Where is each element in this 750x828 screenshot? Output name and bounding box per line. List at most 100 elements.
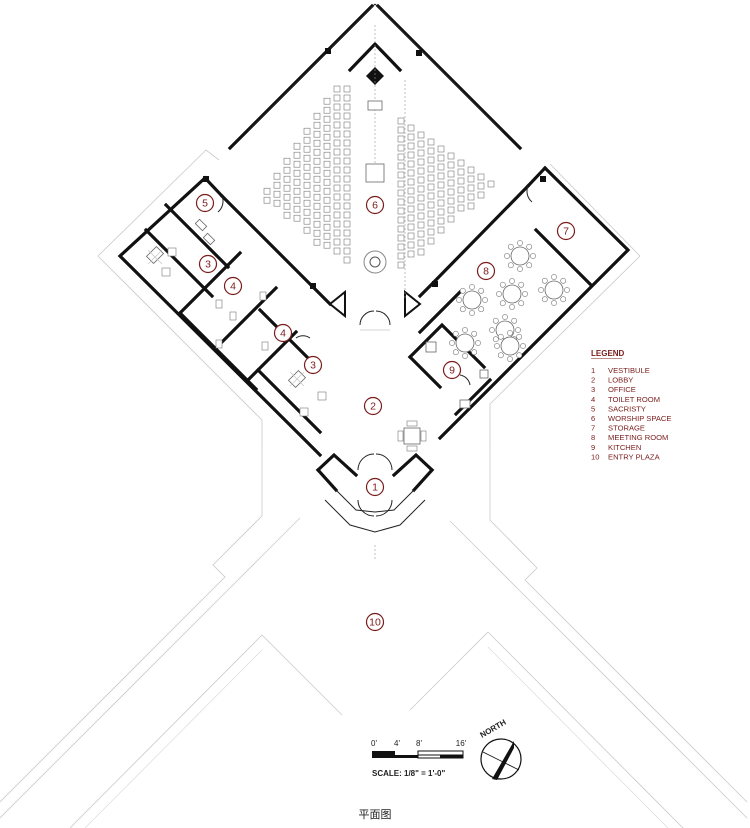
pew-seat: [313, 238, 321, 246]
pew-seat: [457, 204, 465, 212]
pew-seat: [313, 139, 321, 147]
chair: [478, 287, 485, 294]
pew-seat: [447, 179, 455, 187]
room-marker-number: 2: [370, 401, 376, 413]
chair: [526, 262, 533, 269]
pew-seat: [467, 184, 475, 192]
pew-seat: [313, 229, 321, 237]
chair: [560, 296, 567, 303]
pew-seat: [273, 181, 281, 189]
legend-label: VESTIBULE: [608, 366, 650, 375]
chair: [462, 353, 468, 359]
pew-seat: [313, 202, 321, 210]
pew-seat: [323, 124, 331, 132]
legend-label: KITCHEN: [608, 443, 641, 452]
pew-seat: [417, 131, 425, 139]
legend-label: LOBBY: [608, 376, 633, 385]
pew-seat: [407, 205, 415, 213]
pew-seat: [343, 238, 351, 246]
pew-seat: [323, 142, 331, 150]
pew-seat: [323, 133, 331, 141]
pew-seat: [397, 225, 405, 233]
pew-seat: [283, 157, 291, 165]
pew-seat: [283, 211, 291, 219]
pew-seat: [333, 130, 341, 138]
pew-seat: [457, 186, 465, 194]
pew-seat: [437, 217, 445, 225]
pew-seat: [323, 151, 331, 159]
pew-seat: [397, 198, 405, 206]
pew-seat: [447, 161, 455, 169]
room-marker-circle: [273, 323, 293, 343]
pew-seat: [397, 117, 405, 125]
chair: [502, 314, 508, 320]
pew-seat: [273, 199, 281, 207]
pew-seat: [303, 172, 311, 180]
round-table: [544, 280, 564, 300]
pew-seat: [333, 238, 341, 246]
pew-seat: [343, 247, 351, 255]
pew-seat: [467, 166, 475, 174]
pew-seat: [313, 175, 321, 183]
pew-seat: [303, 154, 311, 162]
pew-seat: [397, 153, 405, 161]
pew-seat: [343, 157, 351, 165]
pew-seat: [313, 211, 321, 219]
pew-seat: [343, 229, 351, 237]
chair: [452, 349, 459, 356]
caption: 平面图: [358, 808, 392, 821]
pew-seat: [437, 226, 445, 234]
pew-seat: [427, 228, 435, 236]
pew-seat: [323, 196, 331, 204]
pew-seat: [467, 175, 475, 183]
pew-seat: [407, 178, 415, 186]
legend-number: 5: [591, 404, 595, 413]
pew-seat: [313, 184, 321, 192]
chair: [551, 274, 557, 280]
chair: [459, 287, 466, 294]
pew-seat: [343, 166, 351, 174]
pew-seat: [333, 103, 341, 111]
pew-seat: [333, 112, 341, 120]
chair: [517, 266, 523, 272]
chair: [497, 352, 504, 359]
pew-seat: [293, 214, 301, 222]
round-table: [510, 246, 530, 266]
pew-seat: [343, 121, 351, 129]
pew-seat: [343, 211, 351, 219]
pew-seat: [467, 193, 475, 201]
legend-number: 2: [591, 376, 595, 385]
room-marker-circle: [365, 477, 385, 497]
chair: [492, 336, 499, 343]
pew-seat: [417, 149, 425, 157]
pew-seat: [323, 160, 331, 168]
room-marker-circle: [476, 261, 496, 281]
chair: [497, 333, 504, 340]
pew-seat: [323, 187, 331, 195]
pew-seat: [323, 232, 331, 240]
legend-label: WORSHIP SPACE: [608, 414, 671, 423]
room-marker-number: 5: [202, 198, 208, 210]
scale-bar: 0' 4' 8' 16' SCALE: 1/8" = 1'-0": [371, 739, 467, 778]
room-marker-number: 8: [483, 266, 489, 278]
pew-seat: [447, 188, 455, 196]
pew-seat: [457, 177, 465, 185]
legend-title: LEGEND: [591, 349, 625, 358]
pew-seat: [417, 140, 425, 148]
pew-seat: [397, 180, 405, 188]
pew-seat: [437, 181, 445, 189]
room-marker-number: 3: [310, 360, 316, 372]
pew-seat: [283, 193, 291, 201]
pew-seat: [407, 133, 415, 141]
scale-tick-label: 4': [394, 739, 400, 748]
pew-seat: [303, 181, 311, 189]
pew-seat: [397, 126, 405, 134]
room-marker-circle: [195, 193, 215, 213]
north-label: NORTH: [479, 718, 508, 740]
pew-seat: [293, 160, 301, 168]
pew-seat: [293, 196, 301, 204]
chair: [492, 317, 499, 324]
pew-seat: [343, 103, 351, 111]
chair: [496, 291, 502, 297]
